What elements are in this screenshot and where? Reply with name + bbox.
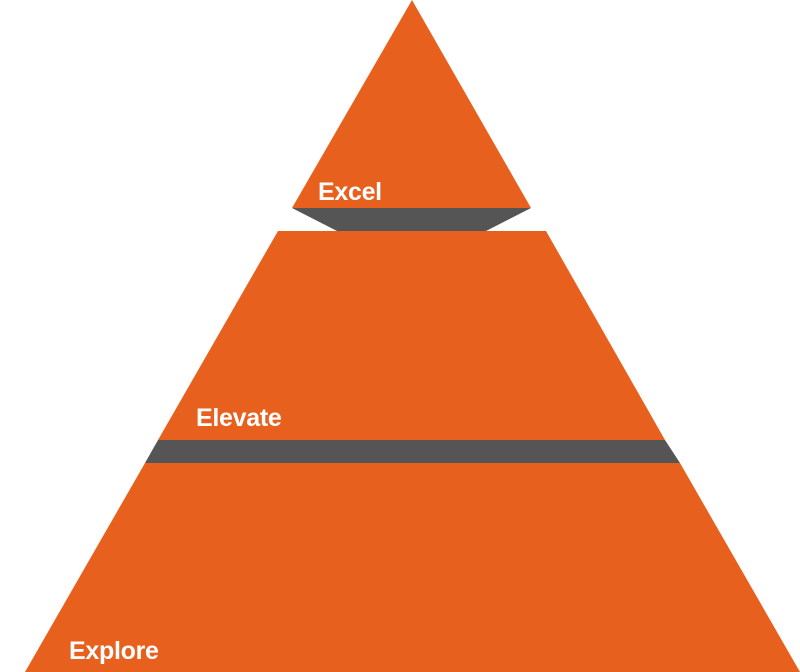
tier-bottom-shape: [25, 463, 800, 672]
separator-top: [292, 208, 531, 231]
separator-bottom: [145, 440, 680, 463]
tier-bottom-label: Explore: [69, 637, 159, 665]
tier-top-label: Excel: [318, 178, 382, 206]
tier-middle-label: Elevate: [196, 404, 282, 432]
tier-middle-shape: [158, 231, 665, 440]
tier-top-shape: [292, 0, 531, 208]
